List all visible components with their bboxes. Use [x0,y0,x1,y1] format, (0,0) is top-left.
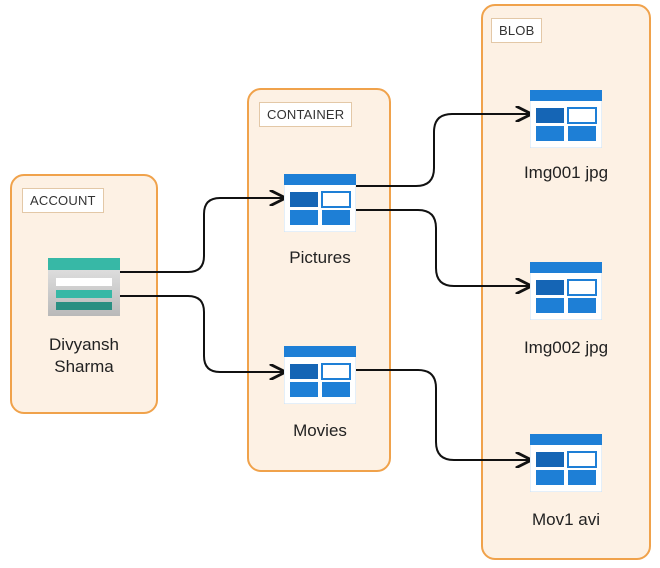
arrow-pictures-to-img001 [356,114,530,187]
arrow-account-to-movies [120,295,284,372]
arrow-account-to-pictures [120,198,284,273]
container-movies-icon [283,345,357,409]
arrow-movies-to-mov1 [356,369,530,460]
arrow-pictures-to-img002 [356,209,530,286]
blob-img002-label: Img002 jpg [523,338,609,357]
account-name-line2: Sharma [54,357,114,376]
account-group: ACCOUNT [10,174,158,414]
blob-mov1-label: Mov1 avi [531,510,601,529]
blob-img001-label: Img001 jpg [523,163,609,182]
container-movies-label: Movies [293,421,347,440]
blob-img001-icon [529,89,603,153]
container-group: CONTAINER [247,88,391,472]
account-name: Divyansh Sharma [24,334,144,378]
account-name-line1: Divyansh [49,335,119,354]
container-group-label: CONTAINER [259,102,353,127]
blob-group-label: BLOB [491,18,543,43]
container-pictures-label: Pictures [289,248,351,267]
account-group-label: ACCOUNT [22,188,104,213]
storage-account-icon [48,258,120,321]
container-pictures-icon [283,173,357,237]
blob-mov1-icon [529,433,603,497]
blob-img002-icon [529,261,603,325]
